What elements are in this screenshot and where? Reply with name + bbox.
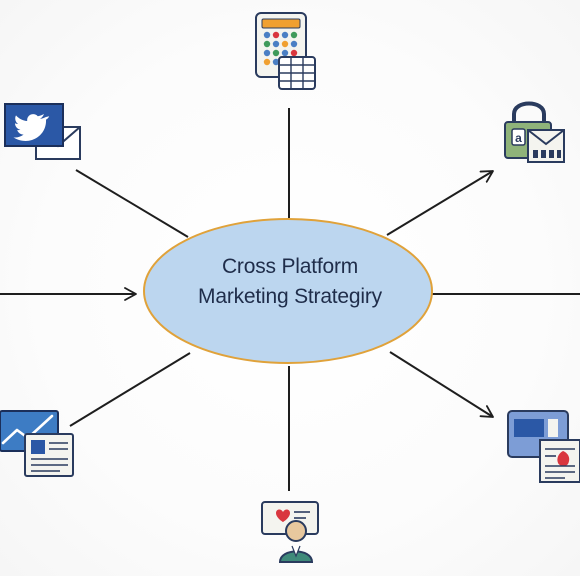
svg-text:a: a [515, 131, 522, 145]
connector-top-right-arrow [386, 170, 494, 236]
analytics-report-icon [0, 410, 74, 477]
twitter-email-icon [4, 103, 81, 160]
connector-bottom-right-arrow [389, 351, 494, 418]
calculator-spreadsheet-icon [255, 12, 316, 90]
email-lock-icon: a [504, 101, 565, 163]
connector-top-left [75, 169, 189, 238]
center-label-line1: Cross Platform [221, 255, 359, 278]
customer-feedback-icon [261, 501, 319, 563]
connector-bottom-left [69, 352, 191, 427]
center-label: Cross Platform Marketing Strategiry [150, 252, 430, 332]
center-label-line2: Marketing Strategiry [198, 285, 382, 308]
browser-ad-icon [507, 410, 580, 483]
center-ellipse [143, 218, 433, 364]
